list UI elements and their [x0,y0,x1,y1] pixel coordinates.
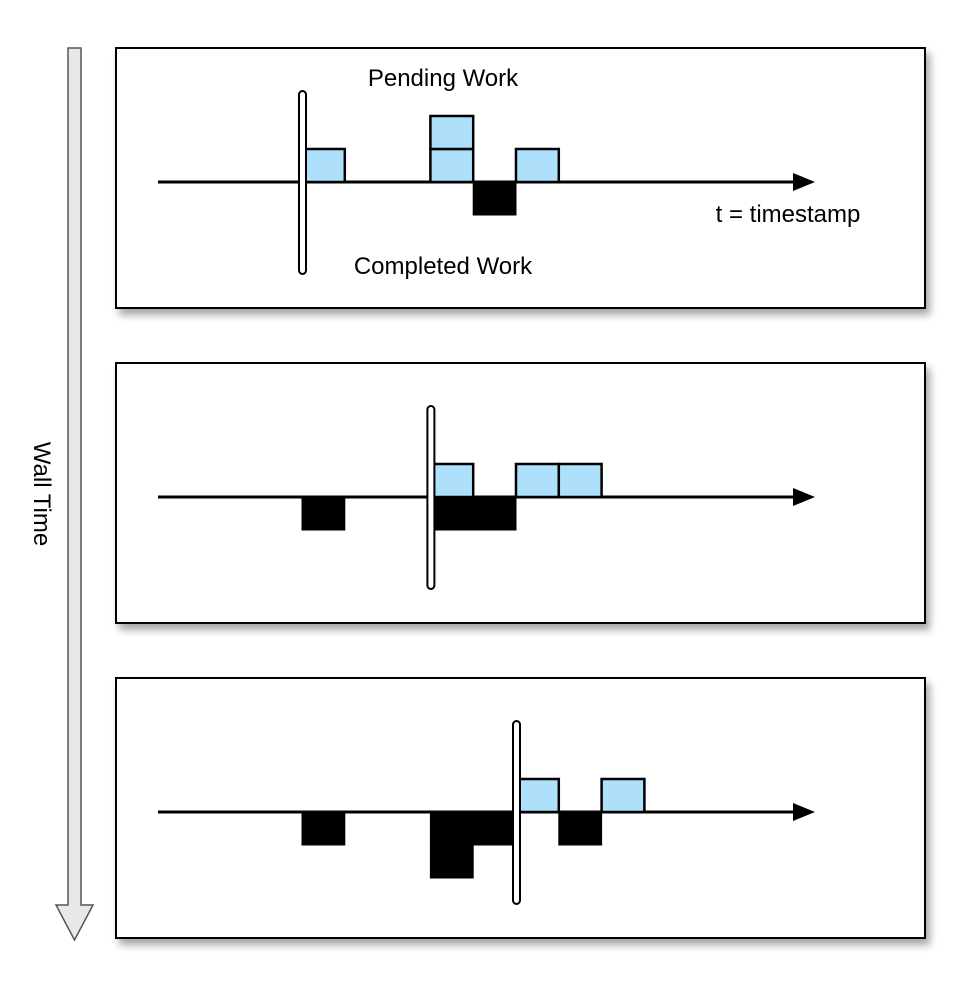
completed-work-block [429,496,474,531]
pending-work-block [429,462,475,499]
completed-work-block [472,496,517,531]
completed-work-block [301,496,346,531]
watermark-bar [426,405,436,590]
panel-3 [115,677,926,939]
pending-work-block [429,147,475,184]
wall-time-label: Wall Time [28,442,55,546]
pending-work-block [600,777,646,814]
time-axis-arrowhead [793,488,815,506]
pending-work-block [429,114,475,151]
completed-work-block [301,811,346,846]
pending-work-label: Pending Work [368,65,519,92]
time-axis-arrowhead [793,173,815,191]
axis-label: t = timestamp [716,201,861,228]
pending-work-block [514,147,561,184]
panel-1: Pending Work Completed Work t = timestam… [115,47,926,309]
pending-work-block [514,777,561,814]
completed-work-label: Completed Work [354,253,533,280]
completed-work-block [472,181,517,216]
watermark-bar [298,90,307,275]
completed-work-block [558,811,603,846]
completed-work-block [429,844,474,879]
panel-2 [115,362,926,624]
pending-work-block [300,147,347,184]
wall-time-arrow [54,47,95,942]
completed-work-block [472,811,517,846]
time-axis-arrowhead [793,803,815,821]
watermark-bar [512,720,521,905]
pending-work-block [557,462,603,499]
completed-work-block [429,811,474,846]
pending-work-block [514,462,561,499]
